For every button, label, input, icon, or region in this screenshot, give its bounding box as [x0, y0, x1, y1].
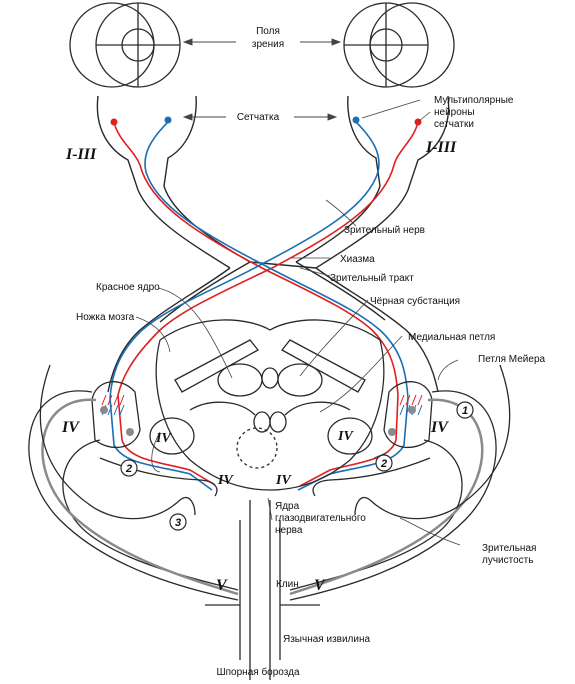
- roman-iv-right-inner: IV: [337, 429, 354, 444]
- roman-iv-right-lower: IV: [275, 473, 292, 488]
- visual-field-arrows: [182, 38, 342, 46]
- occipital-midline: [205, 500, 320, 680]
- label-oculomotor-1: Ядра: [275, 501, 300, 512]
- svg-text:3: 3: [175, 517, 181, 529]
- midbrain-section: [149, 319, 385, 491]
- red-fibers: [113, 121, 419, 487]
- label-chiasm: Хиазма: [340, 254, 375, 265]
- label-optic-tract: Зрительный тракт: [330, 273, 414, 284]
- right-retina-cup: [295, 95, 450, 269]
- svg-text:2: 2: [125, 463, 132, 475]
- circled-number-3: 3: [169, 513, 187, 531]
- label-calcarine-sulcus: Шпорная борозда: [216, 666, 299, 678]
- label-optic-radiation-2: лучистость: [482, 555, 533, 566]
- roman-iv-left-outer: IV: [61, 419, 80, 436]
- left-retina-cup: [96, 95, 251, 269]
- leader-lines: [135, 99, 461, 546]
- left-blue-neuron: [164, 116, 172, 124]
- roman-right-1-3: I-III: [425, 139, 457, 156]
- label-medial-lemniscus: Медиальная петля: [408, 332, 495, 343]
- optic-radiation-right: [289, 390, 497, 601]
- label-visual-fields-2: зрения: [252, 39, 284, 50]
- left-gray-node-2: [126, 428, 134, 436]
- label-multipolar-1: Мультиполярные: [434, 95, 514, 106]
- label-oculomotor-3: нерва: [275, 525, 303, 536]
- circled-number-2-left: 2: [120, 459, 138, 477]
- label-cerebral-peduncle: Ножка мозга: [76, 312, 135, 323]
- roman-v-right: V: [314, 577, 326, 594]
- left-lgn: [91, 381, 141, 449]
- roman-v-left: V: [216, 577, 228, 594]
- optic-tract-outlines: [107, 261, 439, 393]
- left-visual-field: [69, 2, 181, 88]
- label-retina: Сетчатка: [237, 112, 280, 123]
- svg-text:1: 1: [462, 405, 468, 417]
- right-lgn: [383, 381, 433, 449]
- right-blue-neuron: [352, 116, 360, 124]
- roman-iv-right-outer: IV: [430, 419, 449, 436]
- label-optic-nerve: Зрительный нерв: [344, 225, 425, 236]
- left-red-neuron: [110, 118, 118, 126]
- label-red-nucleus: Красное ядро: [96, 282, 160, 293]
- left-gray-node-1: [100, 406, 108, 414]
- roman-iv-left-lower: IV: [217, 473, 234, 488]
- roman-left-1-3: I-III: [65, 146, 97, 163]
- label-multipolar-2: нейроны: [434, 107, 475, 118]
- circled-number-1: 1: [456, 401, 474, 419]
- svg-text:2: 2: [380, 458, 387, 470]
- blue-fibers: [109, 121, 409, 491]
- label-multipolar-3: сетчатки: [434, 119, 474, 130]
- label-meyer-loop: Петля Мейера: [478, 354, 546, 365]
- right-gray-node-2: [388, 428, 396, 436]
- label-lingual-gyrus: Язычная извилина: [283, 634, 370, 645]
- right-visual-field: [343, 2, 455, 88]
- label-oculomotor-2: глазодвигательного: [275, 513, 366, 524]
- circled-number-2-right: 2: [375, 454, 393, 472]
- optic-radiation-gray: [41, 398, 484, 596]
- optic-radiation-left: [28, 390, 239, 601]
- roman-iv-left-inner: IV: [155, 431, 172, 446]
- label-optic-radiation-1: Зрительная: [482, 543, 536, 554]
- label-visual-fields-1: Поля: [256, 26, 280, 37]
- retina-arrows: [182, 113, 338, 121]
- label-substantia-nigra: Чёрная субстанция: [370, 295, 460, 307]
- right-gray-node-1: [408, 406, 416, 414]
- label-cuneus: Клин: [276, 579, 299, 590]
